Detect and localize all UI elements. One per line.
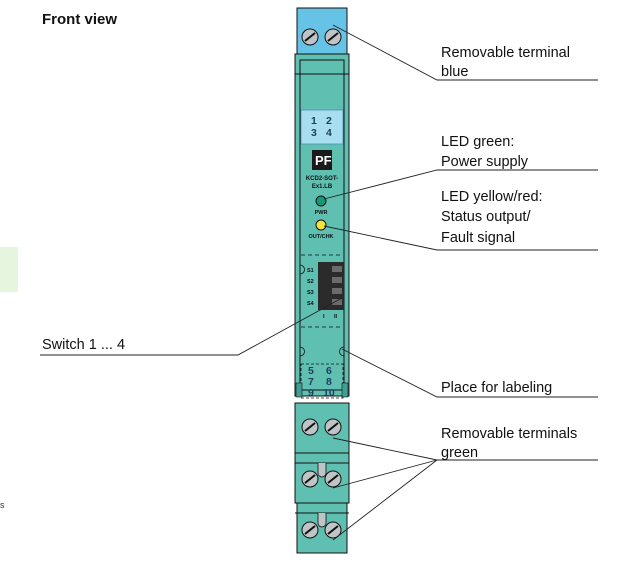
heading: Front view: [42, 11, 117, 28]
switch-label: S4: [307, 301, 315, 307]
callout-led-yellow: Status output/: [441, 209, 531, 225]
device: 1 2 3 4 PF KCD2-SOT- Ex1.LB PWR OUT/CHK …: [294, 7, 350, 554]
switch-label: S2: [307, 279, 314, 285]
notch-icon: [299, 264, 305, 275]
side-tab: [0, 247, 18, 292]
callout-led-yellow: Fault signal: [441, 230, 515, 246]
terminal-number: 1: [311, 115, 317, 127]
terminal-number: 3: [311, 127, 317, 139]
notch-icon: [299, 346, 305, 357]
terminal-number: 4: [326, 127, 332, 139]
edge-mark: s: [0, 500, 5, 510]
screw-icon: [301, 28, 319, 46]
terminal-number: 7: [308, 376, 314, 388]
notch-icon: [339, 346, 345, 357]
callout-led-green: Power supply: [441, 154, 529, 170]
callout-terminals-green: Removable terminals: [441, 426, 577, 442]
logo-text: PF: [315, 153, 332, 168]
callout-led-green: LED green:: [441, 134, 514, 150]
switch-label: S3: [307, 290, 314, 296]
screw-icon: [301, 521, 319, 539]
logo-icon: [312, 150, 332, 170]
switch-pos-label: II: [334, 314, 338, 320]
screw-icon: [324, 418, 342, 436]
screw-icon: [324, 470, 342, 488]
screw-icon: [324, 521, 342, 539]
screw-icon: [301, 470, 319, 488]
callout-switch: Switch 1 ... 4: [42, 337, 125, 353]
callout-led-yellow: LED yellow/red:: [441, 189, 543, 205]
callout-terminal-blue: Removable terminal: [441, 45, 570, 61]
pwr-label: PWR: [315, 210, 328, 216]
out-label: OUT/CHK: [308, 234, 333, 240]
terminal-number: 8: [326, 376, 332, 388]
switch-pos-label: I: [323, 314, 325, 320]
terminal-number: 10: [323, 387, 335, 399]
model-label: Ex1.LB: [312, 184, 333, 190]
model-label: KCD2-SOT-: [306, 176, 338, 182]
callout-terminals-green: green: [441, 445, 478, 461]
number-panel-top: [300, 109, 344, 145]
switch-label: S1: [307, 268, 314, 274]
terminal-number: 2: [326, 115, 332, 127]
led-yellow-icon: [315, 219, 327, 231]
led-green-icon: [315, 195, 327, 207]
screw-icon: [324, 28, 342, 46]
terminal-number: 6: [326, 365, 332, 377]
terminal-number: 9: [308, 387, 314, 399]
labeling-window: [300, 363, 344, 399]
leader-lines: [40, 24, 598, 541]
callout-terminal-blue: blue: [441, 64, 468, 80]
terminal-number: 5: [308, 365, 314, 377]
callout-labeling: Place for labeling: [441, 380, 552, 396]
screw-icon: [301, 418, 319, 436]
